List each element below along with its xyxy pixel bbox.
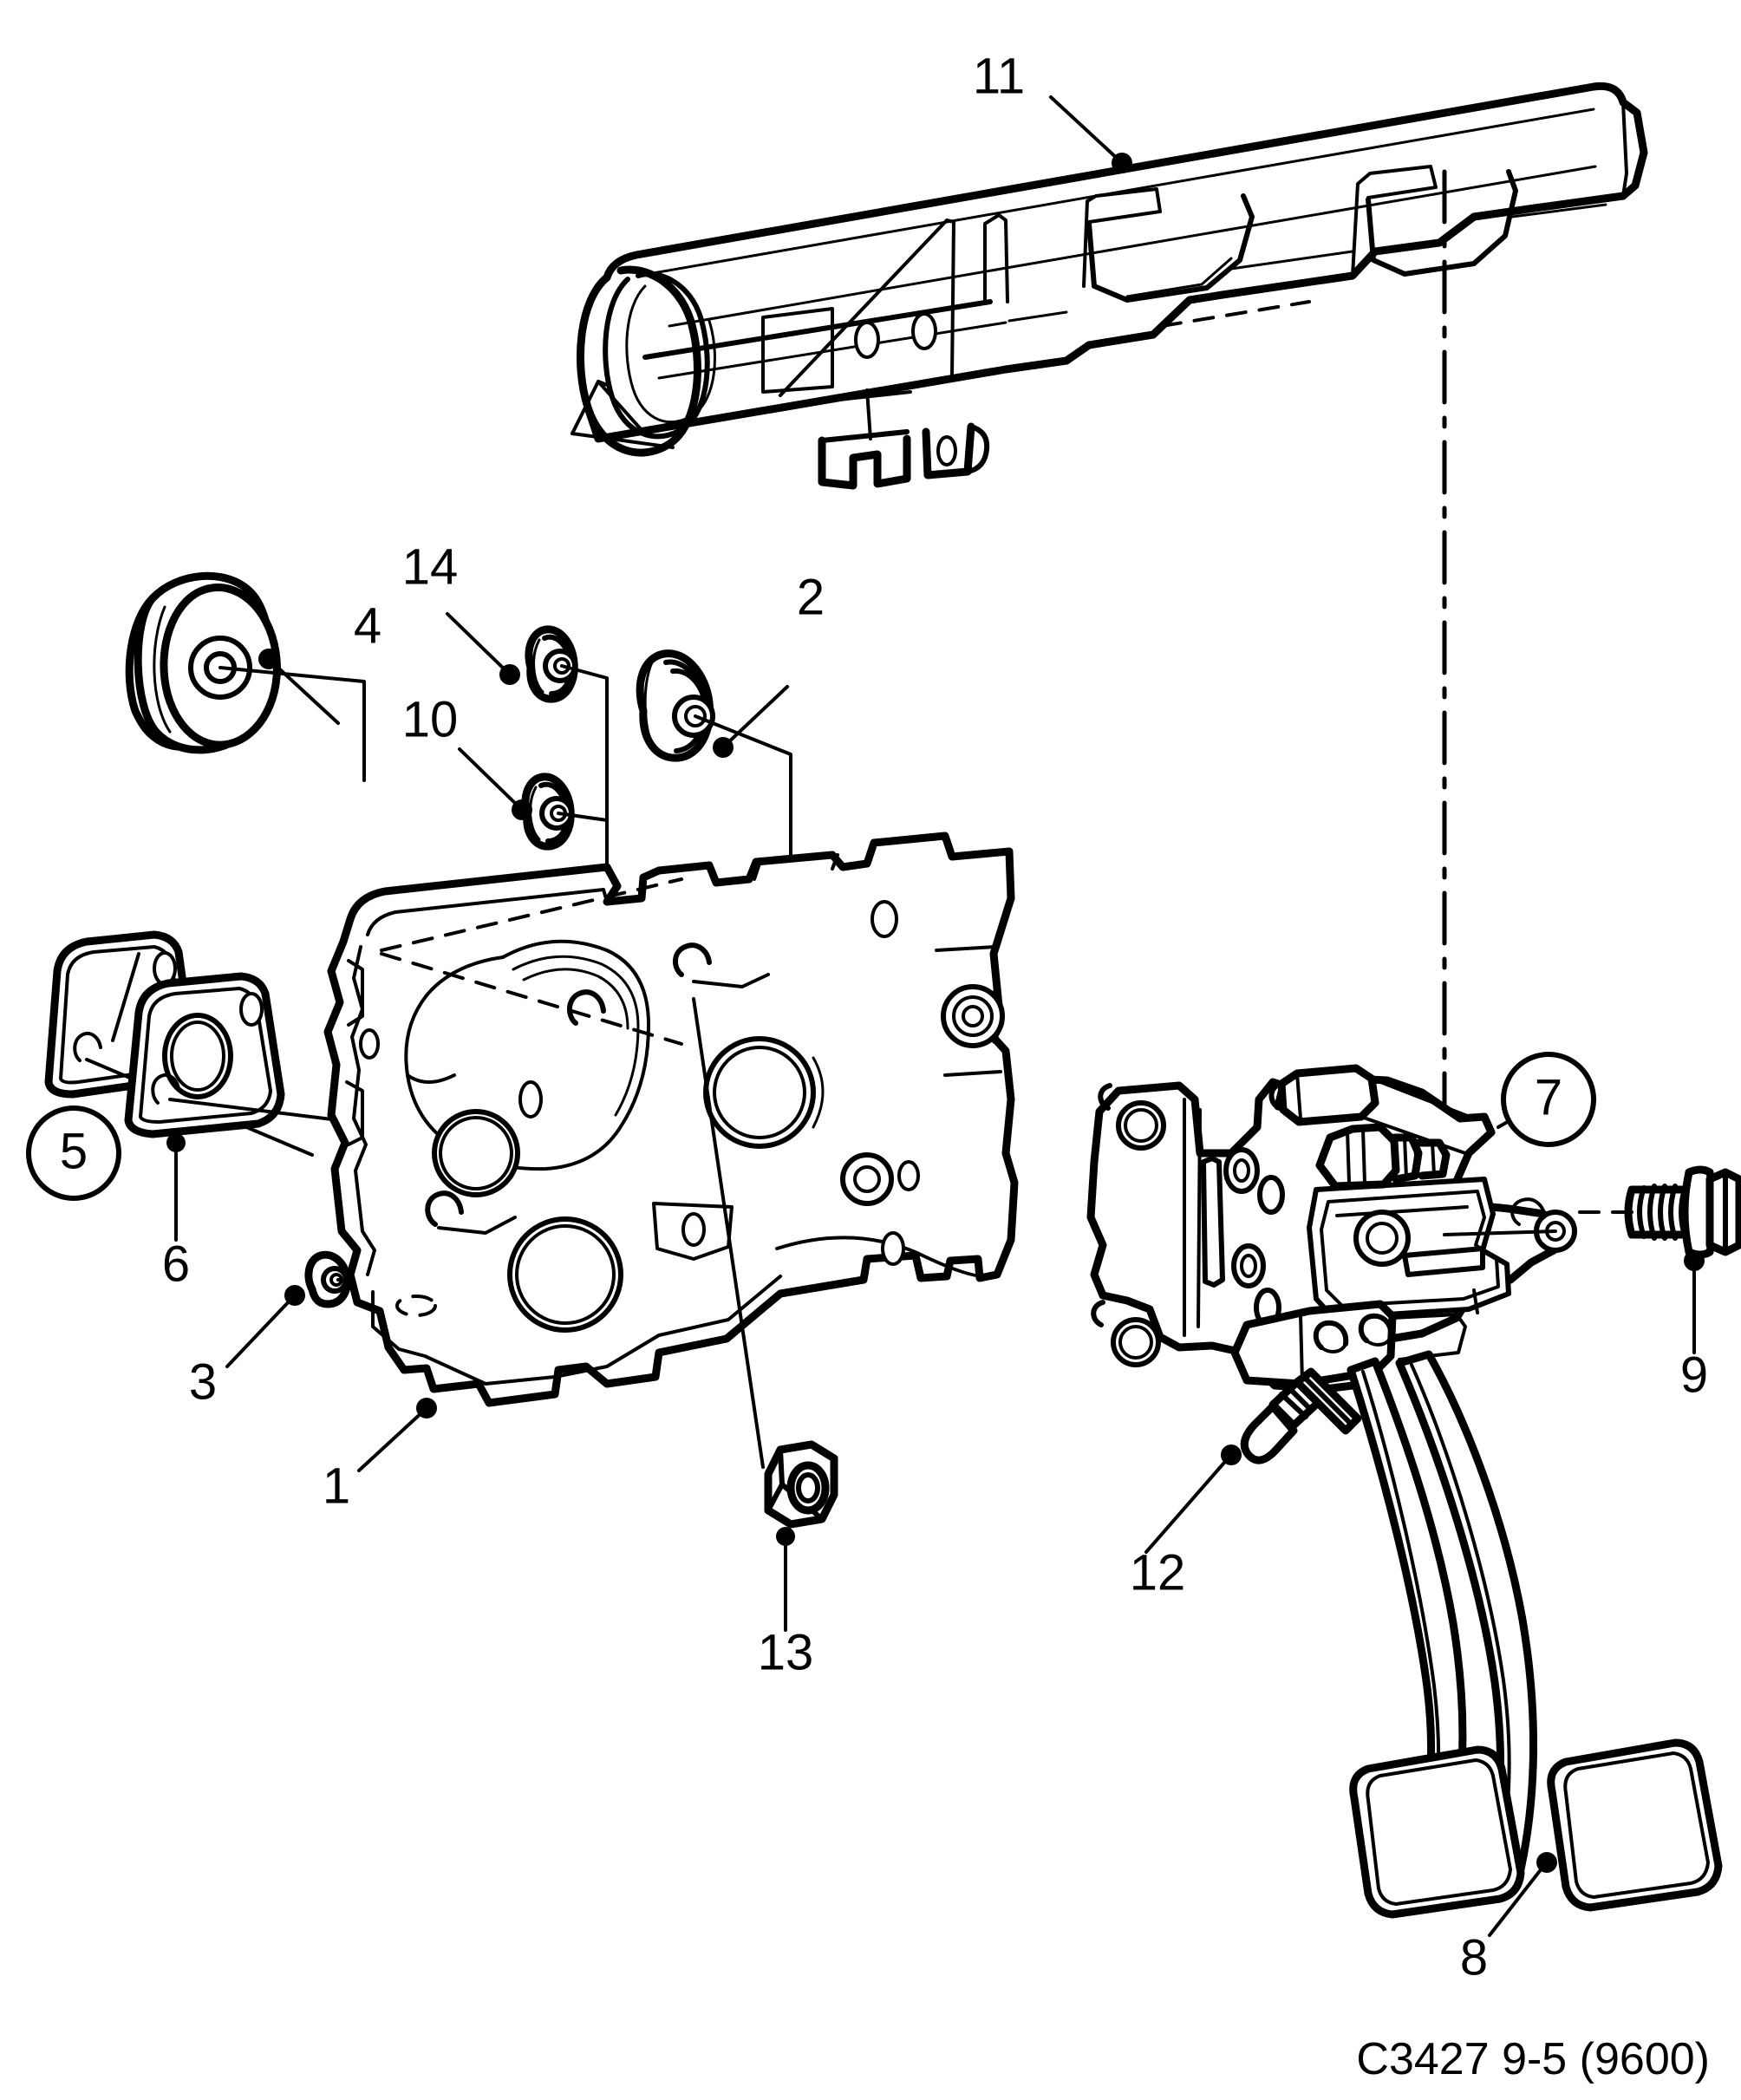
callout-label-9: 9 — [1680, 1347, 1708, 1403]
part-damper-bush — [125, 571, 281, 754]
callout-label-4: 4 — [354, 597, 381, 654]
leader-2 — [723, 685, 789, 747]
callout-label-2: 2 — [797, 569, 825, 625]
callout-label-13: 13 — [758, 1624, 814, 1680]
leader-1 — [357, 1408, 427, 1472]
callout-label-14: 14 — [402, 538, 459, 595]
callout-balloon-5 — [26, 1105, 121, 1201]
callout-label-8: 8 — [1460, 1929, 1488, 1986]
leader-dot-2 — [713, 737, 734, 758]
leader-dot-6 — [166, 1133, 186, 1152]
callout-label-1: 1 — [323, 1458, 350, 1514]
part-gasket-inner — [124, 972, 285, 1138]
part-steering-column-shroud — [571, 82, 1648, 490]
part-pedal-pad-right — [1547, 1738, 1723, 1912]
part-hex-nut — [764, 1440, 838, 1529]
leader-10 — [458, 747, 522, 810]
callout-label-6: 6 — [162, 1236, 190, 1292]
callout-label-11: 11 — [973, 48, 1025, 104]
part-push-rod — [1240, 1367, 1362, 1464]
callout-balloon-7 — [1501, 1052, 1596, 1147]
callout-label-12: 12 — [1130, 1544, 1186, 1601]
part-pivot-bushing — [636, 649, 715, 762]
leader-dot-8 — [1536, 1852, 1557, 1873]
assembly-line-hex-nut — [692, 997, 765, 1469]
leader-dot-1 — [416, 1398, 437, 1418]
leader-dot-12 — [1221, 1445, 1242, 1465]
leader-dot-9 — [1684, 1250, 1705, 1271]
leader-11 — [1049, 95, 1122, 163]
part-grommet-upper — [525, 625, 578, 703]
callout-label-10: 10 — [402, 691, 459, 747]
leader-dot-3 — [284, 1285, 305, 1306]
callout-label-3: 3 — [189, 1353, 217, 1410]
leader-pedal-pad — [1488, 1862, 1547, 1937]
leader-dot-11 — [1112, 153, 1132, 173]
part-pivot-stud — [304, 1250, 351, 1308]
assembly-line-damper — [218, 666, 366, 782]
part-pedal-bracket — [323, 832, 1019, 1407]
callout-label-5: 5 — [60, 1123, 88, 1179]
sheet-caption: C3427 9-5 (9600) — [1356, 2034, 1710, 2084]
part-grommet-lower — [521, 773, 575, 851]
leader-4 — [269, 659, 340, 725]
leader-3 — [225, 1295, 295, 1368]
part-pedal-pad-left — [1349, 1745, 1525, 1919]
leader-dot-4 — [258, 649, 279, 669]
callout-label-7: 7 — [1535, 1069, 1562, 1125]
part-flange-bolt — [1624, 1165, 1741, 1259]
leader-dot-10 — [512, 799, 532, 820]
leader-dot-13 — [776, 1527, 795, 1546]
leader-dot-14 — [499, 664, 520, 685]
part-pedal-shaft-assembly — [1086, 1064, 1577, 1393]
leader-14 — [446, 612, 510, 675]
leader-push-rod — [1144, 1455, 1231, 1554]
